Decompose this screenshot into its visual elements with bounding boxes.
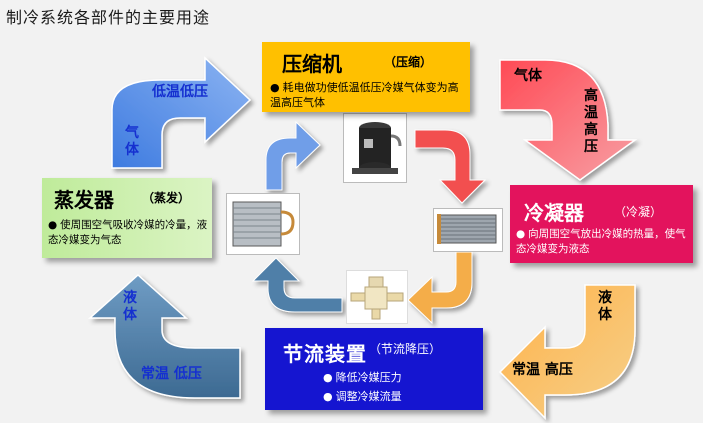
- throttle-name: 节流装置: [283, 342, 367, 366]
- label-compressor-out-state: 气体: [514, 68, 542, 84]
- condenser-name: 冷凝器: [524, 201, 584, 225]
- condenser-image: [433, 208, 503, 252]
- compressor-description: 耗电做功使低温低压冷媒气体变为高温高压气体: [270, 80, 466, 110]
- inner-arrow-compressor-to-condenser: [414, 129, 487, 204]
- condenser-description: 向周围空气放出冷媒的热量，使气态冷媒变为液态: [516, 227, 691, 257]
- evaporator-subtitle: （蒸发）: [142, 191, 191, 205]
- compressor-box: 压缩机 （压缩） 耗电做功使低温低压冷媒气体变为高温高压气体: [262, 42, 470, 112]
- compressor-name: 压缩机: [282, 52, 342, 76]
- arrow-condenser-to-throttle: [498, 284, 636, 420]
- condenser-subtitle: （冷凝）: [614, 205, 663, 219]
- throttle-subtitle: （节流降压）: [369, 342, 442, 356]
- evaporator-name: 蒸发器: [54, 188, 114, 212]
- inner-arrow-evaporator-to-compressor: [265, 120, 321, 191]
- label-throttle-out-condition: 常温 低压: [141, 366, 202, 382]
- throttle-item: 调整冷媒流量: [323, 387, 473, 406]
- throttle-item: 降低冷媒压力: [323, 368, 473, 387]
- throttle-items: 降低冷媒压力 调整冷媒流量: [323, 368, 473, 406]
- label-evaporator-out-condition: 低温低压: [152, 84, 208, 100]
- page-title: 制冷系统各部件的主要用途: [6, 8, 211, 27]
- throttle-box: 节流装置 （节流降压） 降低冷媒压力 调整冷媒流量: [265, 328, 483, 410]
- condenser-box: 冷凝器 （冷凝） 向周围空气放出冷媒的热量，使气态冷媒变为液态: [510, 185, 693, 263]
- expansion-valve-image: [346, 270, 408, 324]
- arrow-throttle-to-evaporator: [88, 273, 241, 399]
- evaporator-description: 使周围空气吸收冷媒的冷量，液态冷媒变为气态: [48, 218, 210, 248]
- evaporator-box: 蒸发器 （蒸发） 使周围空气吸收冷媒的冷量，液态冷媒变为气态: [42, 178, 212, 258]
- arrow-compressor-to-condenser: [499, 59, 638, 181]
- label-compressor-out-condition: 高温高压: [584, 88, 598, 155]
- compressor-subtitle: （压缩）: [384, 55, 433, 69]
- inner-arrow-throttle-to-evaporator: [251, 257, 343, 313]
- arrow-evaporator-to-compressor: [111, 56, 252, 169]
- inner-arrow-condenser-to-throttle: [407, 251, 473, 325]
- label-throttle-out-state: 液体: [123, 290, 137, 323]
- label-evaporator-out-state: 气体: [125, 125, 139, 158]
- label-condenser-out-state: 液体: [598, 290, 612, 323]
- compressor-image: [343, 113, 407, 183]
- evaporator-image: [226, 193, 300, 255]
- label-condenser-out-condition: 常温 高压: [512, 362, 573, 378]
